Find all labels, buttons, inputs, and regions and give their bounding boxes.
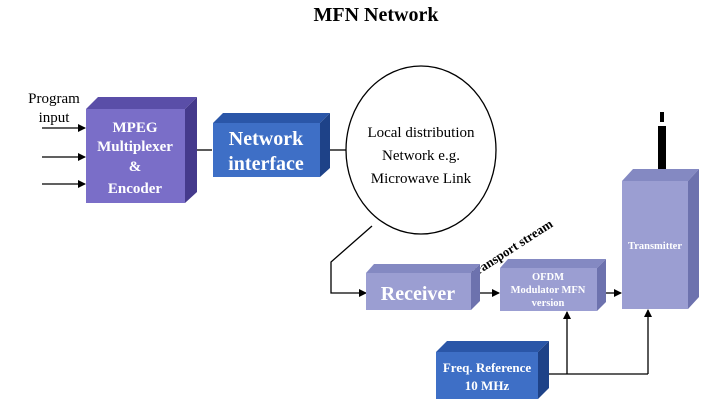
mpeg-label-4: Encoder	[108, 181, 163, 197]
antenna-mast	[658, 126, 666, 178]
antenna-tip	[660, 112, 664, 122]
freq-reference-label-1: Freq. Reference	[443, 360, 532, 375]
mpeg-label-2: Multiplexer	[97, 139, 173, 155]
transmitter-block: Transmitter	[622, 169, 699, 309]
program-input-label-2: input	[39, 110, 71, 126]
mpeg-multiplexer-block: MPEG Multiplexer & Encoder	[86, 97, 197, 203]
receiver-block: Receiver	[366, 264, 480, 310]
receiver-label: Receiver	[381, 283, 456, 305]
ofdm-label-1: OFDM	[532, 272, 564, 283]
freq-reference-label-2: 10 MHz	[465, 378, 510, 393]
ofdm-modulator-block: OFDM Modulator MFN version	[500, 259, 606, 311]
local-distribution-label-3: Microwave Link	[371, 171, 472, 187]
local-distribution-ellipse: Local distribution Network e.g. Microwav…	[345, 65, 497, 235]
local-distribution-label-2: Network e.g.	[382, 148, 460, 164]
mpeg-label-1: MPEG	[113, 120, 158, 136]
ofdm-label-2: Modulator MFN	[511, 285, 586, 296]
program-input-label-1: Program	[28, 91, 80, 107]
transmitter-label: Transmitter	[628, 241, 682, 252]
mpeg-label-3: &	[129, 159, 142, 175]
network-interface-label-1: Network	[229, 128, 304, 150]
network-interface-label-2: interface	[228, 153, 304, 175]
network-interface-block: Network interface	[213, 113, 330, 177]
page-title: MFN Network	[314, 4, 440, 26]
ofdm-label-3: version	[532, 298, 565, 309]
local-distribution-label-1: Local distribution	[367, 125, 475, 141]
freq-reference-block: Freq. Reference 10 MHz	[436, 341, 549, 399]
distribution-to-receiver-line	[330, 225, 373, 297]
